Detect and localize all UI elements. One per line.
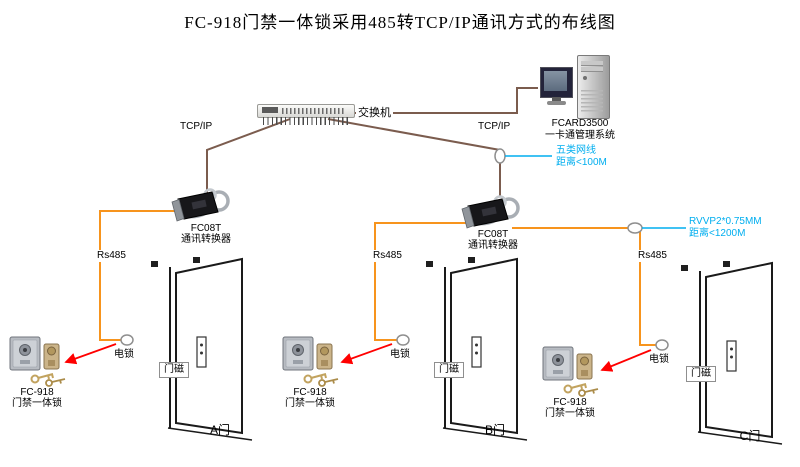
rs485-cable-door-b [374,222,470,341]
rs485-cable-door-c [512,227,656,346]
rs485-label-b: Rs485 [371,250,404,262]
door-b-image [425,256,528,441]
rs485-label-c: Rs485 [636,250,669,262]
lock-device-b-image [282,336,339,387]
converter-a-image [170,187,230,223]
server-label: FCARD3500 一卡通管理系统 [528,118,632,142]
converter-a-name: FC08T [190,223,222,234]
switch-cables-icon [263,117,348,125]
server-name: FCARD3500 [551,118,609,129]
computer-tower-icon [577,55,610,119]
electric-lock-label-b: 电锁 [388,349,412,361]
lock-device-a-image [9,336,66,387]
tcpip-label-left: TCP/IP [178,121,215,133]
rvvp-note-line2: 距离<1200M [689,228,746,239]
switch-label: 交换机 [356,107,393,119]
converter-b-image [460,194,520,230]
lock-device-a-name: FC-918 [20,387,54,398]
rs485-cable-door-a [99,210,186,341]
cat5-marker [494,148,506,164]
monitor-screen [544,71,567,91]
network-switch [257,104,355,126]
lock-device-c-desc: 门禁一体锁 [545,408,595,419]
converter-a-label: FC08T 通讯转换器 [168,223,244,245]
door-a-name: A门 [209,423,230,437]
cable-switch-to-server [352,87,538,114]
lock-device-b-name: FC-918 [293,387,327,398]
converter-b-desc: 通讯转换器 [468,240,518,251]
rvvp-note: RVVP2*0.75MM 距离<1200M [689,216,762,240]
diagram-title: FC-918门禁一体锁采用485转TCP/IP通讯方式的布线图 [184,13,616,32]
monitor-base [547,101,566,105]
tower-vents [581,90,603,112]
lock-device-c-label: FC-918 门禁一体锁 [538,397,602,419]
arrow-to-lock-b [340,343,393,365]
electric-lock-node-c [655,339,669,351]
electric-lock-label-c: 电锁 [647,354,671,366]
lock-device-a-label: FC-918 门禁一体锁 [5,387,69,409]
door-c-image [680,260,783,445]
lock-device-a-desc: 门禁一体锁 [12,398,62,409]
converter-a-desc: 通讯转换器 [181,234,231,245]
door-magnet-label-a: 门磁 [159,362,189,378]
electric-lock-label-a: 电锁 [112,349,136,361]
arrow-to-lock-c [600,349,652,372]
power-button-icon [583,76,587,80]
door-a-image [150,256,253,441]
tcpip-label-right: TCP/IP [476,121,513,133]
electric-lock-node-a [120,334,134,346]
door-b-name: B门 [484,423,505,437]
drive-bay [581,61,603,66]
switch-ports-icon [282,108,346,114]
arrow-to-lock-a [64,343,117,365]
lock-device-c-name: FC-918 [553,397,587,408]
cat5-note: 五类网线 距离<100M [556,145,607,169]
cat5-note-line1: 五类网线 [556,145,596,156]
door-magnet-label-c: 门磁 [686,366,716,382]
lock-device-b-desc: 门禁一体锁 [285,398,335,409]
lock-device-c-image [542,346,599,397]
monitor-neck [552,97,561,101]
door-c-name: C门 [739,429,761,443]
cable-switch-to-converter-a [206,118,291,193]
door-magnet-label-b: 门磁 [434,362,464,378]
server-desc: 一卡通管理系统 [545,130,615,141]
converter-b-name: FC08T [477,229,509,240]
cable-switch-to-converter-b [327,118,501,197]
rvvp-marker [627,222,643,234]
rvvp-note-line1: RVVP2*0.75MM [689,216,762,227]
electric-lock-node-b [396,334,410,346]
management-computer [538,54,613,139]
switch-label-strip [262,107,278,113]
drive-bay [581,67,603,72]
rs485-label-a: Rs485 [95,250,128,262]
cat5-note-line2: 距离<100M [556,157,607,168]
converter-b-label: FC08T 通讯转换器 [455,229,531,251]
lock-device-b-label: FC-918 门禁一体锁 [278,387,342,409]
